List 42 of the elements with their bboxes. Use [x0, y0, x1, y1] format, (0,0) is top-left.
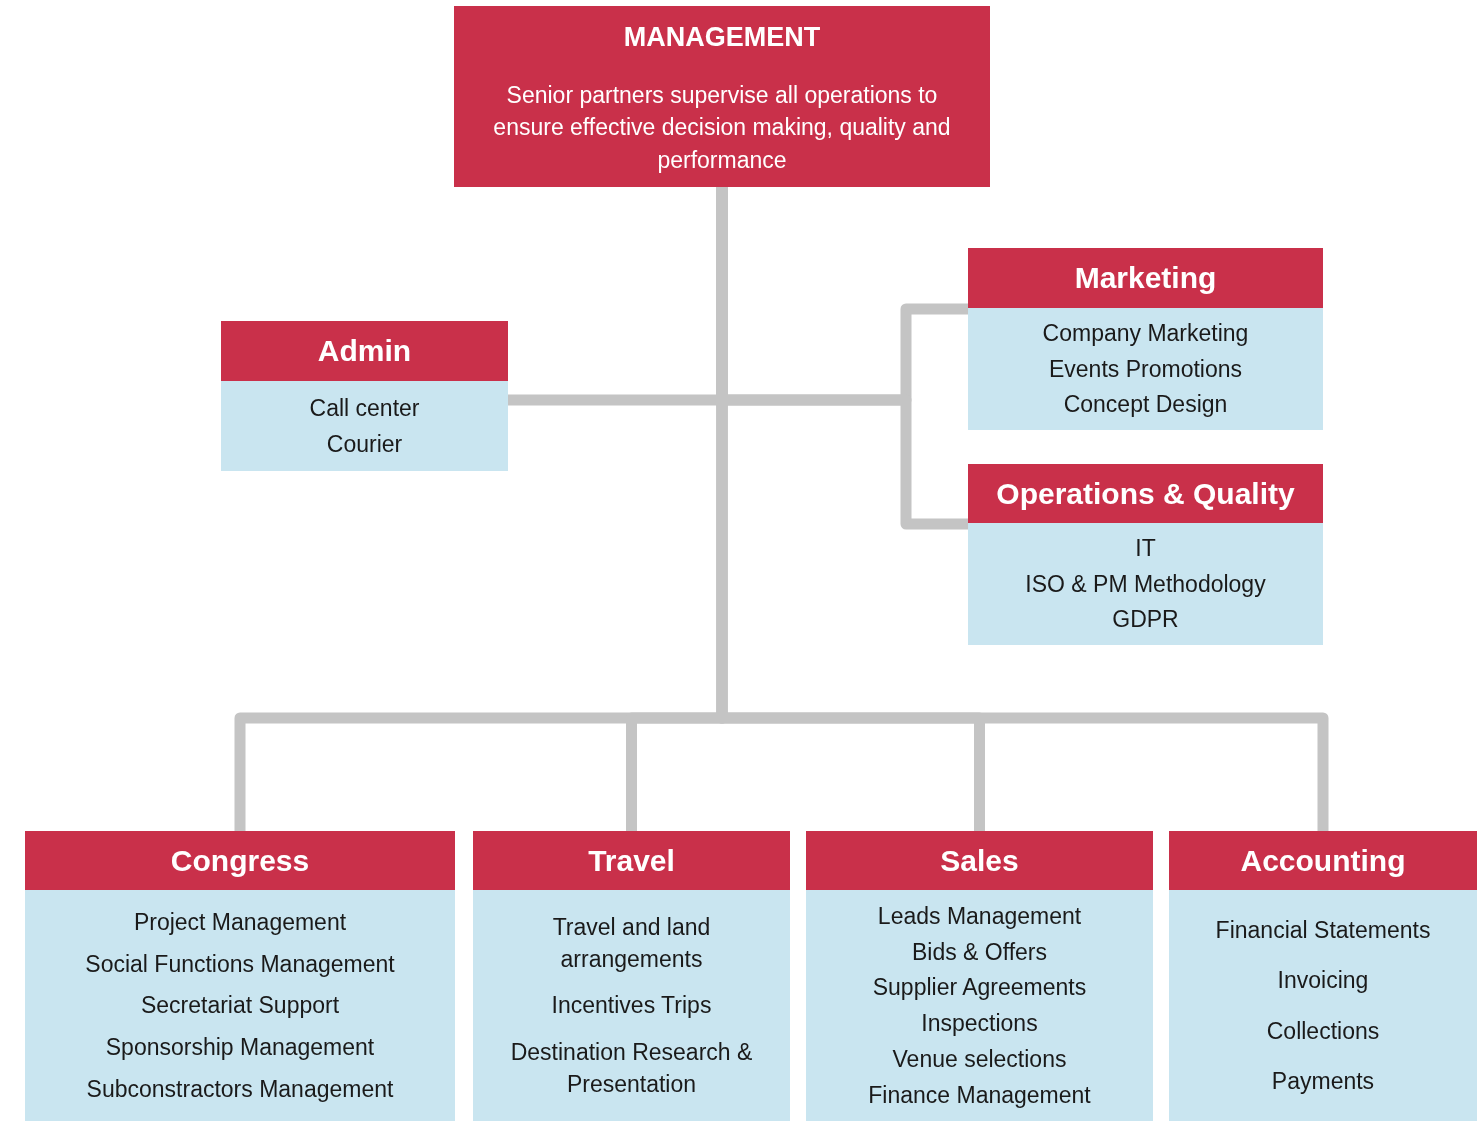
item-text: Financial Statements [1215, 916, 1431, 946]
item-text: Secretariat Support [140, 991, 340, 1021]
department-heading: Accounting [1169, 831, 1477, 890]
description-text: Senior partners supervise all operations to ensure effective decision making, quality and performance [492, 81, 952, 175]
department-box [968, 248, 1323, 430]
item-text: Inspections [921, 1009, 1038, 1039]
item-text: Finance Management [868, 1081, 1091, 1111]
item-text: Company Marketing [1042, 319, 1249, 349]
item-text: Subconstractors Management [86, 1075, 394, 1105]
department-box [806, 831, 1153, 1121]
department-box [1169, 831, 1477, 1121]
item-text: Leads Management [877, 901, 1082, 931]
item-text: Invoicing [1277, 966, 1369, 996]
item-text: Collections [1266, 1016, 1380, 1046]
item-text: Venue selections [892, 1045, 1067, 1075]
item-text: Destination Research & Presentation [509, 1038, 754, 1100]
department-box [473, 831, 790, 1121]
department-heading: Travel [473, 831, 790, 890]
item-text: Incentives Trips [551, 991, 712, 1021]
item-text: Concept Design [1063, 390, 1228, 420]
department-heading: Admin [221, 321, 508, 381]
item-text: Events Promotions [1049, 354, 1242, 384]
item-text: GDPR [1112, 605, 1179, 635]
department-heading: Marketing [968, 248, 1323, 308]
item-text: Social Functions Management [85, 949, 395, 979]
management-box [454, 6, 990, 187]
department-heading: Sales [806, 831, 1153, 890]
department-box [968, 464, 1323, 645]
item-text: Courier [326, 430, 403, 460]
item-text: IT [1135, 534, 1156, 564]
item-text: Bids & Offers [911, 937, 1048, 967]
department-box [221, 321, 508, 471]
department-box [25, 831, 455, 1121]
department-heading: Congress [25, 831, 455, 890]
item-text: Sponsorship Management [105, 1033, 375, 1063]
item-text: Payments [1271, 1066, 1375, 1096]
item-text: Travel and land arrangements [551, 912, 712, 974]
department-heading: Operations & Quality [968, 464, 1323, 523]
item-text: Supplier Agreements [872, 973, 1087, 1003]
item-text: Call center [309, 393, 420, 423]
item-text: ISO & PM Methodology [1025, 569, 1266, 599]
item-text: Project Management [133, 907, 347, 937]
